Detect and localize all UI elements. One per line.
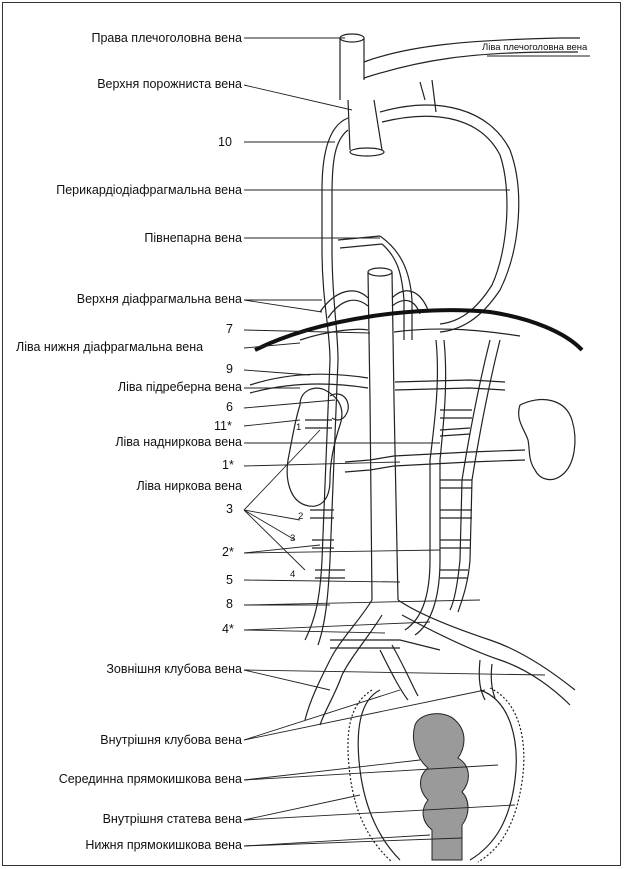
- hemiazygos-vein: [380, 236, 412, 340]
- label-internal-pudendal-vein: Внутрішня статева вена: [103, 812, 242, 827]
- leader-internal-pudendal-a: [244, 795, 360, 820]
- label-right-brachiocephalic-vein: Права плечоголовна вена: [91, 31, 242, 46]
- right-external-iliac: [305, 660, 342, 725]
- inner-number-3: 3: [290, 533, 295, 544]
- leader-middle-rectal-a: [244, 760, 420, 780]
- label-number-7: 7: [226, 322, 233, 337]
- label-left-suprarenal-vein: Ліва надниркова вена: [115, 435, 242, 450]
- leader-11: [244, 420, 300, 426]
- label-number-5: 5: [226, 573, 233, 588]
- inner-number-4: 4: [290, 569, 295, 580]
- leader-superior-phrenic-2: [244, 300, 322, 312]
- superior-vena-cava-end: [350, 148, 384, 156]
- label-number-2: 2*: [222, 545, 234, 560]
- label-external-iliac-vein: Зовнішня клубова вена: [106, 662, 242, 677]
- leader-6: [244, 400, 335, 408]
- label-left-subcostal-vein: Ліва підреберна вена: [118, 380, 242, 395]
- pericardiophrenic-vein-outer: [380, 105, 519, 332]
- leader-superior-vena-cava: [244, 85, 352, 110]
- inner-number-2: 2: [298, 511, 303, 522]
- label-left-inferior-phrenic-vein: Ліва нижня діафрагмальна вена: [16, 340, 203, 355]
- label-inferior-rectal-vein: Нижня прямокишкова вена: [85, 838, 242, 853]
- label-number-3: 3: [226, 502, 233, 517]
- leader-external-iliac-b: [244, 670, 545, 675]
- leader-internal-pudendal-b: [244, 805, 515, 820]
- leader-4-b: [244, 622, 430, 630]
- leader-5: [244, 580, 400, 582]
- label-internal-iliac-vein: Внутрішня клубова вена: [100, 733, 242, 748]
- left-kidney: [519, 400, 575, 480]
- leader-8-b: [244, 600, 480, 605]
- label-number-9: 9: [226, 362, 233, 377]
- leader-3-a: [244, 430, 320, 510]
- abdominal-veins: [250, 329, 575, 862]
- label-number-1: 1*: [222, 458, 234, 473]
- iliac-connector: [330, 640, 440, 650]
- left-renal-vein: [345, 450, 525, 472]
- superior-vena-cava: [348, 100, 382, 150]
- label-left-brachiocephalic-vein: Ліва плечоголовна вена: [482, 40, 587, 55]
- label-middle-rectal-vein: Серединна прямокишкова вена: [59, 772, 242, 787]
- label-number-6: 6: [226, 400, 233, 415]
- inferior-phrenic-veins: [300, 329, 520, 340]
- leader-internal-iliac-a: [244, 690, 400, 740]
- right-ascending-lumbar: [305, 360, 338, 645]
- inferior-vena-cava-top: [368, 268, 392, 276]
- label-left-renal-vein: Ліва ниркова вена: [136, 479, 242, 494]
- left-suprarenal-vein: [440, 428, 470, 436]
- common-iliac-veins-outer: [330, 600, 575, 690]
- leader-external-iliac-a: [244, 670, 330, 690]
- subcostal-veins: [250, 374, 505, 393]
- left-ascending-lumbar-outer: [405, 340, 437, 630]
- label-number-10: 10: [218, 135, 232, 150]
- leader-4-a: [244, 630, 385, 633]
- right-brachiocephalic-vein: [340, 38, 364, 100]
- label-number-11: 11*: [214, 419, 232, 434]
- small-tributary-vein: [420, 80, 436, 112]
- leader-1: [244, 462, 400, 466]
- label-superior-phrenic-vein: Верхня діафрагмальна вена: [77, 292, 242, 307]
- left-internal-iliac: [479, 660, 495, 700]
- inner-number-1: 1: [296, 422, 301, 433]
- label-hemiazygos-vein: Півнепарна вена: [144, 231, 242, 246]
- pericardiophrenic-vein-inner: [382, 116, 507, 324]
- label-number-4: 4*: [222, 622, 234, 637]
- label-pericardiophrenic-vein: Перикардіодіафрагмальна вена: [56, 183, 242, 198]
- leader-2-a: [244, 550, 440, 553]
- leader-9: [244, 370, 310, 375]
- right-kidney-outline: [287, 388, 342, 506]
- right-adrenal-outline: [330, 394, 348, 420]
- label-number-8: 8: [226, 597, 233, 612]
- azygos-arch-inner: [332, 130, 348, 360]
- label-superior-vena-cava: Верхня порожниста вена: [97, 77, 242, 92]
